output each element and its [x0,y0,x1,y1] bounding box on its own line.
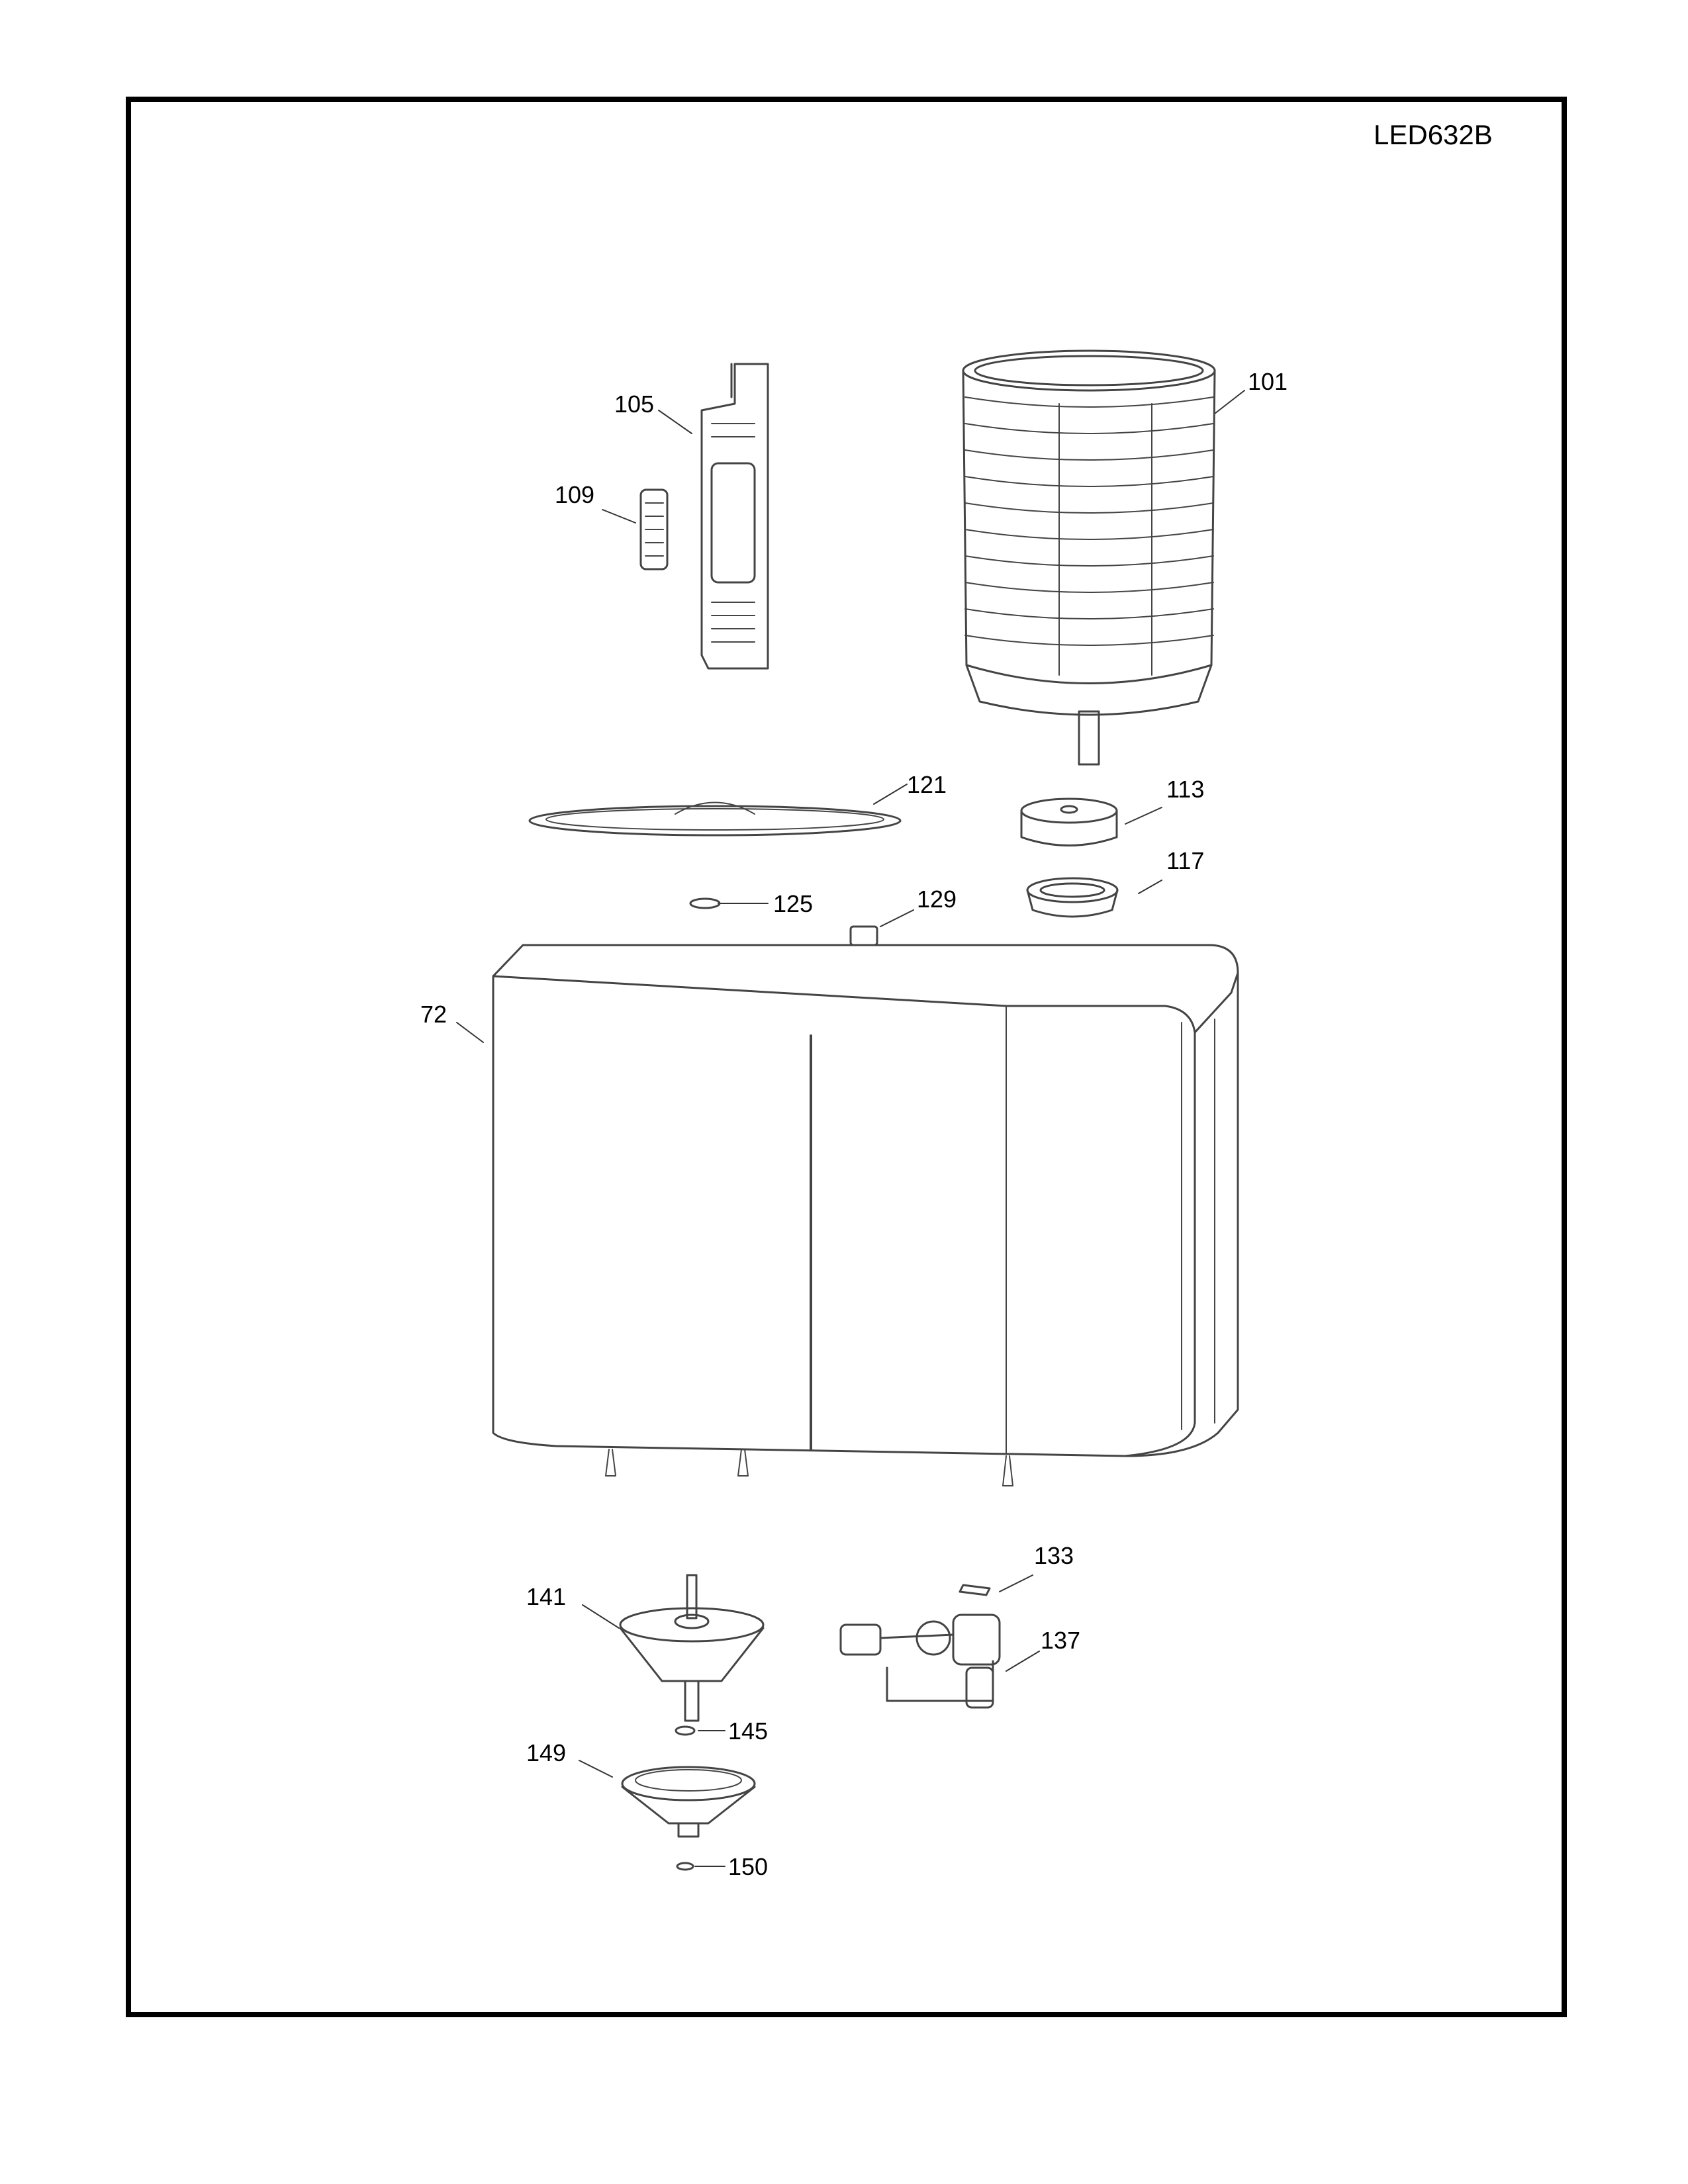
part-129-nut [849,925,878,946]
label-101: 101 [1248,368,1288,395]
model-number: LED632B [1374,119,1493,150]
leader-lines [456,390,1245,1867]
label-125: 125 [773,890,814,917]
label-105: 105 [614,390,655,418]
label-121: 121 [907,771,947,798]
part-141-hub [619,1574,765,1722]
label-150: 150 [728,1853,769,1880]
part-133-clip [959,1584,991,1596]
label-117: 117 [1166,847,1205,874]
part-72-tub [492,944,1239,1486]
part-117-collar [1026,877,1119,918]
label-133: 133 [1034,1542,1074,1569]
part-137-pump [839,1614,1001,1709]
label-109: 109 [555,481,595,508]
part-150-washer [676,1862,694,1871]
diagram-frame [126,97,1567,2017]
part-149-pulley [621,1766,756,1838]
part-109-filter [639,488,669,570]
label-72: 72 [420,1001,447,1028]
label-113: 113 [1166,776,1205,803]
part-125-washer [689,897,721,909]
part-105-panel [700,363,769,670]
label-149: 149 [526,1739,567,1766]
part-101-basket [962,349,1216,766]
label-129: 129 [917,886,957,913]
part-145-washer [675,1725,696,1736]
label-145: 145 [728,1717,769,1745]
label-137: 137 [1041,1627,1081,1654]
label-141: 141 [526,1583,567,1610]
part-121-disc [528,801,902,837]
part-113-ring [1020,797,1118,846]
